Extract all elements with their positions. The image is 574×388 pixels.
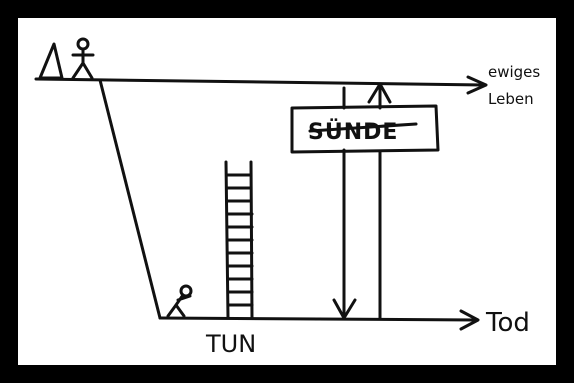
top-arrow-head: [466, 75, 488, 95]
bottom-line: [158, 316, 479, 322]
ladder-icon: [224, 160, 254, 320]
stick-figure-top-icon: [71, 37, 95, 80]
bottom-right-label: Tod: [485, 308, 530, 338]
down-arrow-head: [332, 298, 357, 320]
stick-figure-bottom-icon: [166, 284, 193, 318]
up-arrow-head: [367, 82, 392, 104]
top-right-label-line2: Leben: [488, 90, 534, 108]
top-right-label-line1: ewiges: [488, 63, 540, 81]
bottom-arrow-head: [459, 309, 480, 331]
paper-area: [18, 18, 556, 365]
strikethrough-line: [308, 122, 418, 133]
cross-sign-label: SÜNDE: [308, 119, 398, 145]
cross-icon: [290, 82, 440, 320]
top-line: [34, 77, 486, 87]
slope-line: [98, 78, 162, 320]
bottom-center-label: TUN: [205, 330, 256, 358]
